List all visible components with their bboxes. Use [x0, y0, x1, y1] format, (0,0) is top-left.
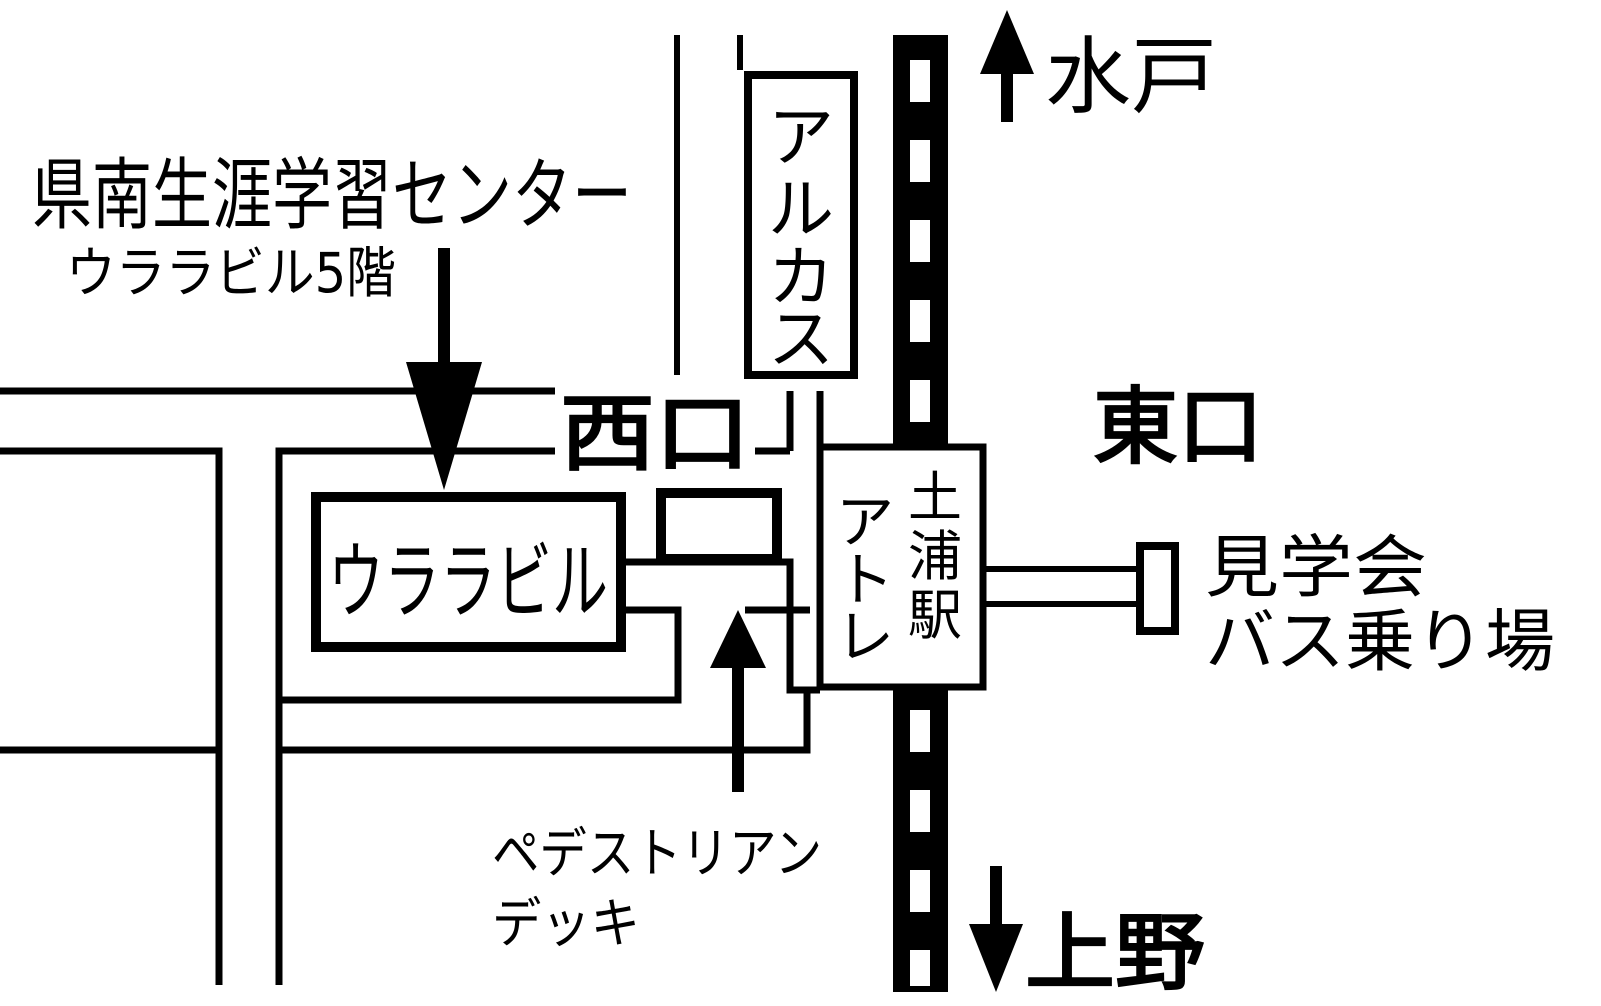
small-building [656, 488, 782, 564]
urara-building [311, 492, 626, 652]
station-label: 土 浦 駅 [908, 466, 962, 647]
ueno-label: 上野 [1025, 904, 1205, 1002]
east-exit-label: 東口 [1093, 378, 1263, 476]
road-line [0, 447, 223, 985]
north-arrow-icon [980, 10, 1034, 122]
svg-text:レ: レ [836, 603, 894, 671]
center-name-label: 県南生涯学習センター [32, 151, 632, 241]
arcus-label: ア ル カ ス [768, 99, 834, 378]
south-arrow-icon [969, 866, 1023, 992]
arcus-building [744, 71, 858, 379]
road-line [625, 558, 820, 694]
road-line [279, 606, 682, 704]
railway-track [893, 35, 948, 992]
west-exit-label: 西口 [560, 385, 750, 483]
road-line [275, 690, 811, 985]
building-arrow-icon [406, 248, 482, 490]
svg-text:ア: ア [768, 99, 834, 176]
atre-label: ア ト レ [836, 488, 894, 671]
svg-text:ス: ス [768, 301, 834, 378]
svg-text:土: 土 [908, 466, 962, 529]
svg-text:ト: ト [836, 546, 894, 614]
bus-stop-label-line1: 見学会 [1205, 529, 1427, 608]
svg-text:ル: ル [768, 171, 834, 248]
center-floor-label: ウララビル5階 [66, 241, 396, 305]
pedestrian-deck-label-line2: デッキ [492, 892, 640, 955]
svg-text:ア: ア [836, 488, 894, 556]
deck-arrow-icon [710, 610, 766, 792]
svg-text:カ: カ [768, 239, 834, 316]
mito-label: 水戸 [1045, 28, 1217, 126]
svg-text:浦: 浦 [908, 525, 962, 588]
urara-building-label: ウララビル [328, 533, 608, 631]
pedestrian-deck-label-line1: ペデストリアン [492, 822, 822, 885]
svg-text:駅: 駅 [908, 584, 962, 647]
bus-stop-marker [1136, 542, 1179, 635]
bus-stop-label-line2: バス乗り場 [1205, 603, 1555, 682]
